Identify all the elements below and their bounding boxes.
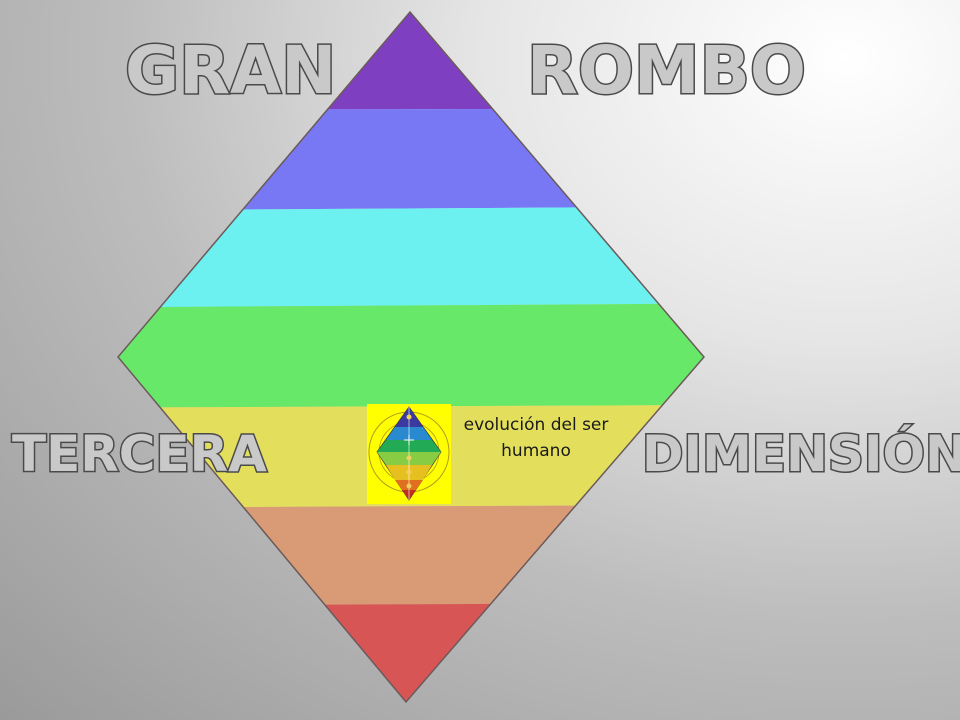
rhombus-band-6 <box>118 504 704 606</box>
evolution-caption: evolución del ser humano <box>450 412 622 464</box>
title-tercera: TERCERA <box>12 425 267 483</box>
caption-line-1: evolución del ser <box>463 415 609 435</box>
rhombus-band-4 <box>118 302 704 408</box>
title-rombo: ROMBO <box>527 32 806 109</box>
title-dimension: DIMENSIÓN <box>642 424 960 483</box>
rhombus-band-2 <box>118 108 704 211</box>
evolution-thumbnail <box>367 404 451 504</box>
rhombus-band-3 <box>118 205 704 308</box>
rhombus-band-5 <box>118 404 704 508</box>
rhombus-outline <box>117 10 705 704</box>
rainbow-rhombus <box>118 12 704 702</box>
title-gran: GRAN <box>125 32 336 109</box>
caption-line-2: humano <box>501 441 571 461</box>
